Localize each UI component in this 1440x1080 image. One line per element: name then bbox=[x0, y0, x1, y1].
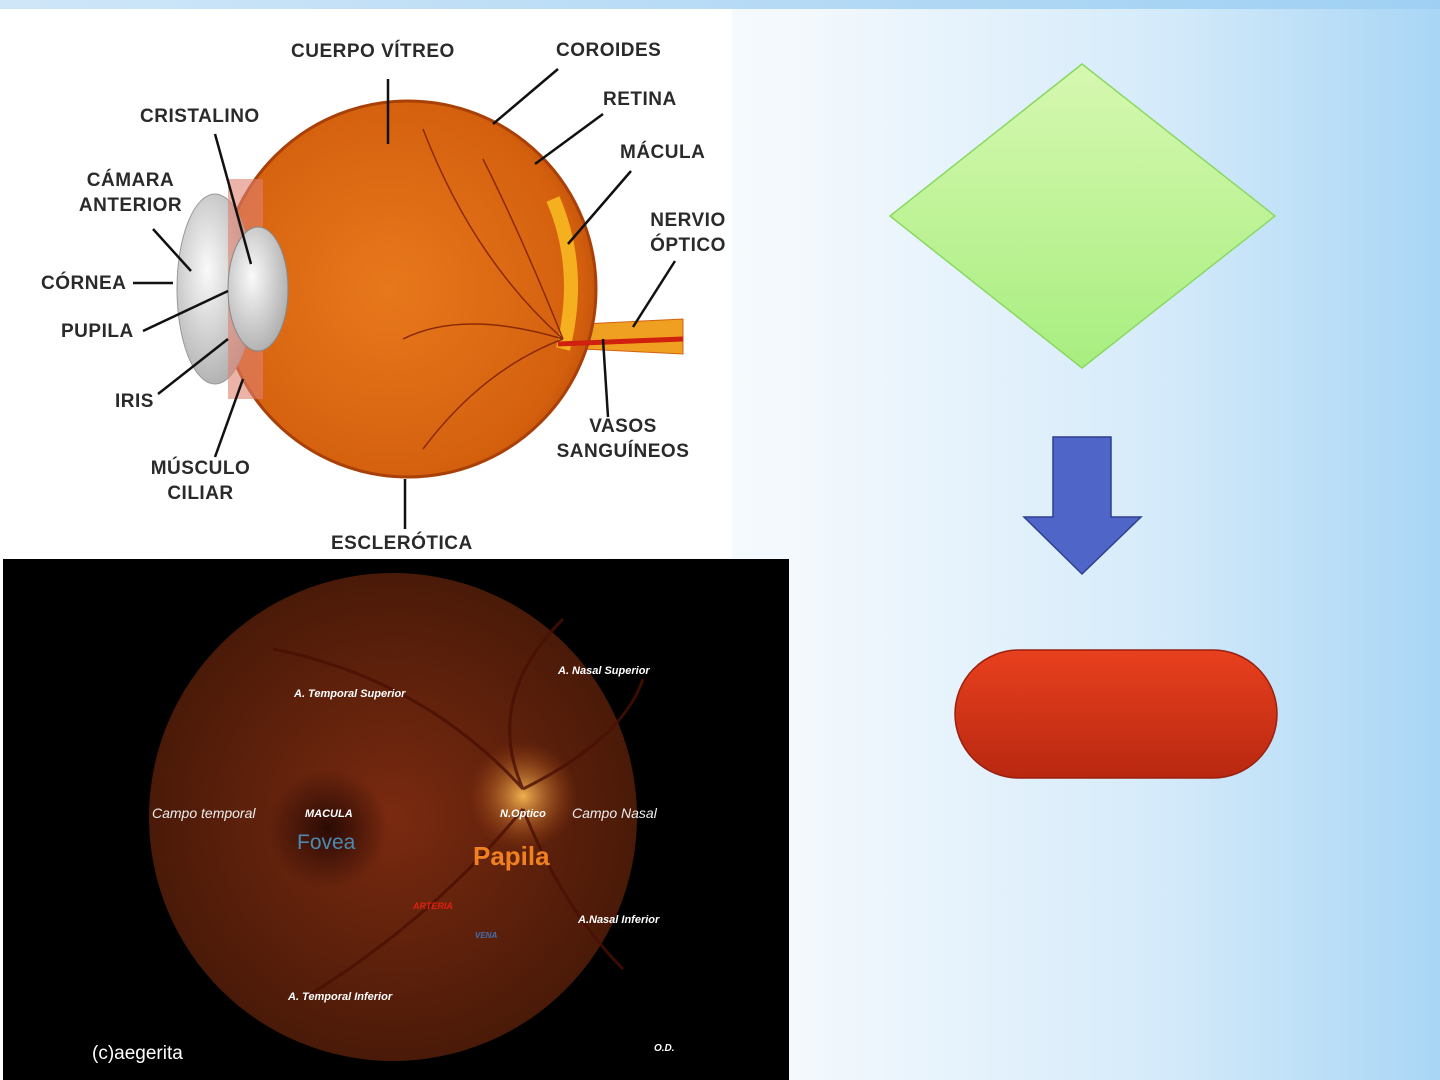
label-iris: IRIS bbox=[115, 391, 154, 412]
label-macula: MÁCULA bbox=[620, 142, 706, 163]
label-temporal-inferior: A. Temporal Inferior bbox=[288, 991, 393, 1003]
terminator-pill-shape bbox=[954, 649, 1278, 779]
label-macula: MACULA bbox=[305, 808, 353, 820]
fundus-photo: A. Nasal Superior A. Temporal Superior C… bbox=[3, 559, 789, 1080]
eye-anatomy-diagram: CUERPO VÍTREO COROIDES RETINA CRISTALINO… bbox=[3, 9, 732, 558]
label-papila: Papila bbox=[473, 841, 550, 871]
label-vena: VENA bbox=[475, 931, 498, 940]
label-temporal-superior: A. Temporal Superior bbox=[294, 688, 406, 700]
label-nervio-optico: NERVIO ÓPTICO bbox=[650, 210, 726, 256]
down-arrow-icon bbox=[1022, 436, 1143, 576]
fundus-illustration bbox=[149, 573, 645, 1061]
label-camara-anterior: CÁMARA ANTERIOR bbox=[78, 170, 183, 216]
label-cuerpo-vitreo: CUERPO VÍTREO bbox=[291, 41, 455, 62]
label-eye-side: O.D. bbox=[654, 1043, 675, 1054]
label-fovea: Fovea bbox=[297, 831, 356, 854]
label-nasal-superior: A. Nasal Superior bbox=[558, 665, 650, 677]
label-n-optico: N.Optico bbox=[500, 808, 546, 820]
label-cristalino: CRISTALINO bbox=[140, 106, 260, 127]
label-arteria: ARTERIA bbox=[413, 901, 453, 911]
label-retina: RETINA bbox=[603, 89, 677, 110]
decision-diamond-shape bbox=[888, 63, 1277, 369]
label-vasos-sanguineos: VASOS SANGUÍNEOS bbox=[556, 416, 690, 462]
label-cornea: CÓRNEA bbox=[41, 273, 127, 294]
label-coroides: COROIDES bbox=[556, 40, 662, 61]
label-campo-temporal: Campo temporal bbox=[152, 805, 256, 821]
credit-text: (c)aegerita bbox=[92, 1043, 183, 1064]
label-esclerotica: ESCLERÓTICA bbox=[331, 533, 473, 554]
label-pupila: PUPILA bbox=[61, 321, 134, 342]
label-nasal-inferior: A.Nasal Inferior bbox=[578, 914, 660, 926]
label-musculo-ciliar: MÚSCULO CILIAR bbox=[150, 458, 251, 504]
top-bar bbox=[0, 0, 1440, 9]
eye-illustration bbox=[133, 68, 684, 529]
label-campo-nasal: Campo Nasal bbox=[572, 805, 657, 821]
